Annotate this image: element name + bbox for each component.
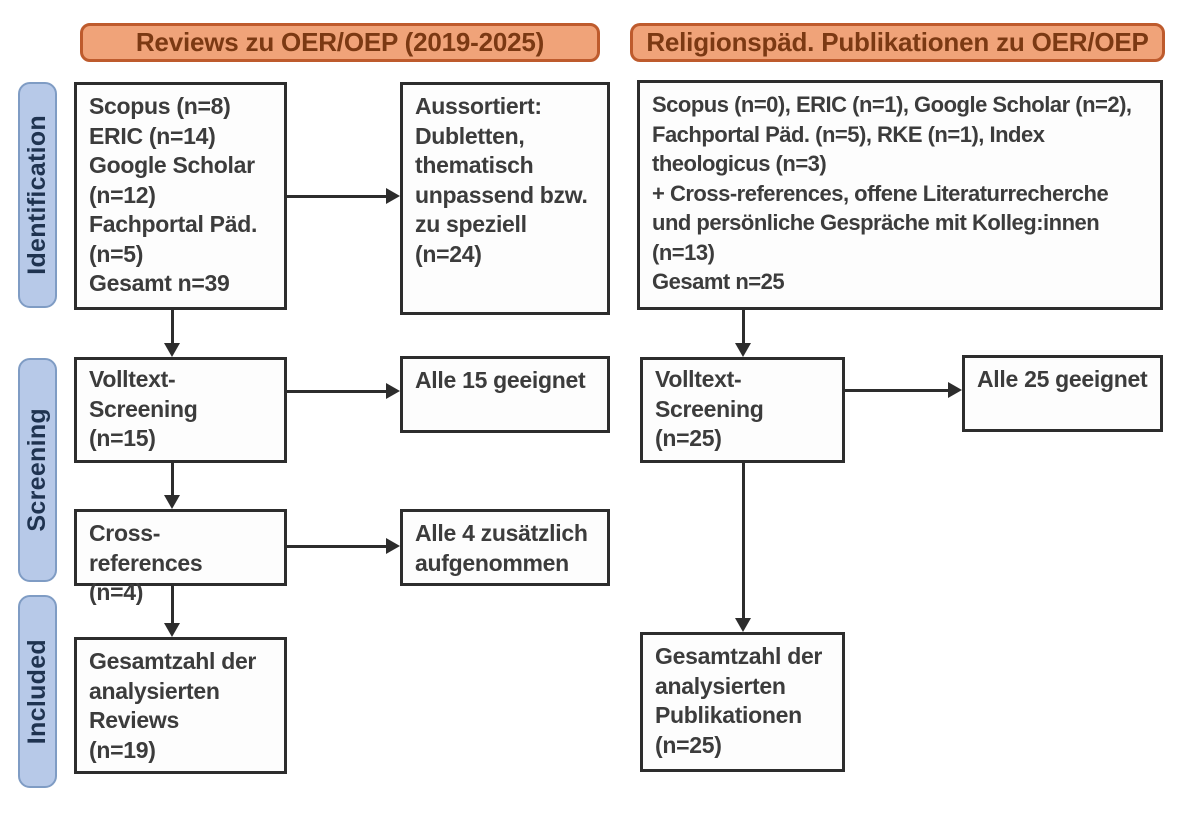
relpaed-column-header: Religionspäd. Publikationen zu OER/OEP xyxy=(630,23,1165,62)
arrow-reviews-sources-to-fulltext-line xyxy=(171,310,174,343)
stage-label-screening: Screening xyxy=(18,358,57,582)
arrow-relpaed-fulltext-to-total-line xyxy=(742,463,745,618)
arrow-relpaed-fulltext-to-result-head xyxy=(948,382,962,398)
box-relpaed-sources: Scopus (n=0), ERIC (n=1), Google Scholar… xyxy=(637,80,1163,310)
arrow-relpaed-fulltext-to-total-head xyxy=(735,618,751,632)
stage-label-screening-text: Screening xyxy=(23,408,51,532)
box-reviews-cross-references: Cross-references (n=4) xyxy=(74,509,287,605)
arrow-reviews-crossref-to-result-line xyxy=(287,545,386,548)
arrow-reviews-crossref-to-total-head xyxy=(164,623,180,637)
arrow-reviews-fulltext-to-crossref-line xyxy=(171,463,174,495)
box-relpaed-fulltext-screening: Volltext- Screening (n=25) xyxy=(640,357,845,463)
arrow-relpaed-sources-to-fulltext-line xyxy=(742,310,745,343)
stage-label-included: Included xyxy=(18,595,57,788)
stage-label-identification: Identification xyxy=(18,82,57,308)
arrow-relpaed-fulltext-to-result-line xyxy=(845,389,948,392)
arrow-reviews-sources-to-fulltext-head xyxy=(164,343,180,357)
arrow-reviews-fulltext-to-result-head xyxy=(386,383,400,399)
arrow-relpaed-sources-to-fulltext-head xyxy=(735,343,751,357)
reviews-column-header: Reviews zu OER/OEP (2019-2025) xyxy=(80,23,600,62)
box-reviews-cross-references-result: Alle 4 zusätzlich aufgenommen xyxy=(400,509,610,586)
stage-label-identification-text: Identification xyxy=(23,115,51,275)
arrow-reviews-sources-to-excluded-line xyxy=(287,195,386,198)
arrow-reviews-fulltext-to-crossref-head xyxy=(164,495,180,509)
box-relpaed-total-included: Gesamtzahl der analysierten Publikatione… xyxy=(640,632,845,772)
arrow-reviews-fulltext-to-result-line xyxy=(287,390,386,393)
arrow-reviews-crossref-to-result-head xyxy=(386,538,400,554)
box-reviews-total-included: Gesamtzahl der analysierten Reviews (n=1… xyxy=(74,637,287,774)
box-reviews-fulltext-result: Alle 15 geeignet xyxy=(400,356,610,433)
box-reviews-fulltext-screening: Volltext- Screening (n=15) xyxy=(74,357,287,463)
box-reviews-sources: Scopus (n=8) ERIC (n=14) Google Scholar … xyxy=(74,82,287,310)
box-relpaed-fulltext-result: Alle 25 geeignet xyxy=(962,355,1163,432)
arrow-reviews-sources-to-excluded-head xyxy=(386,188,400,204)
arrow-reviews-crossref-to-total-line xyxy=(171,586,174,623)
box-reviews-excluded: Aussortiert: Dubletten, thematisch unpas… xyxy=(400,82,610,315)
stage-label-included-text: Included xyxy=(23,638,51,745)
